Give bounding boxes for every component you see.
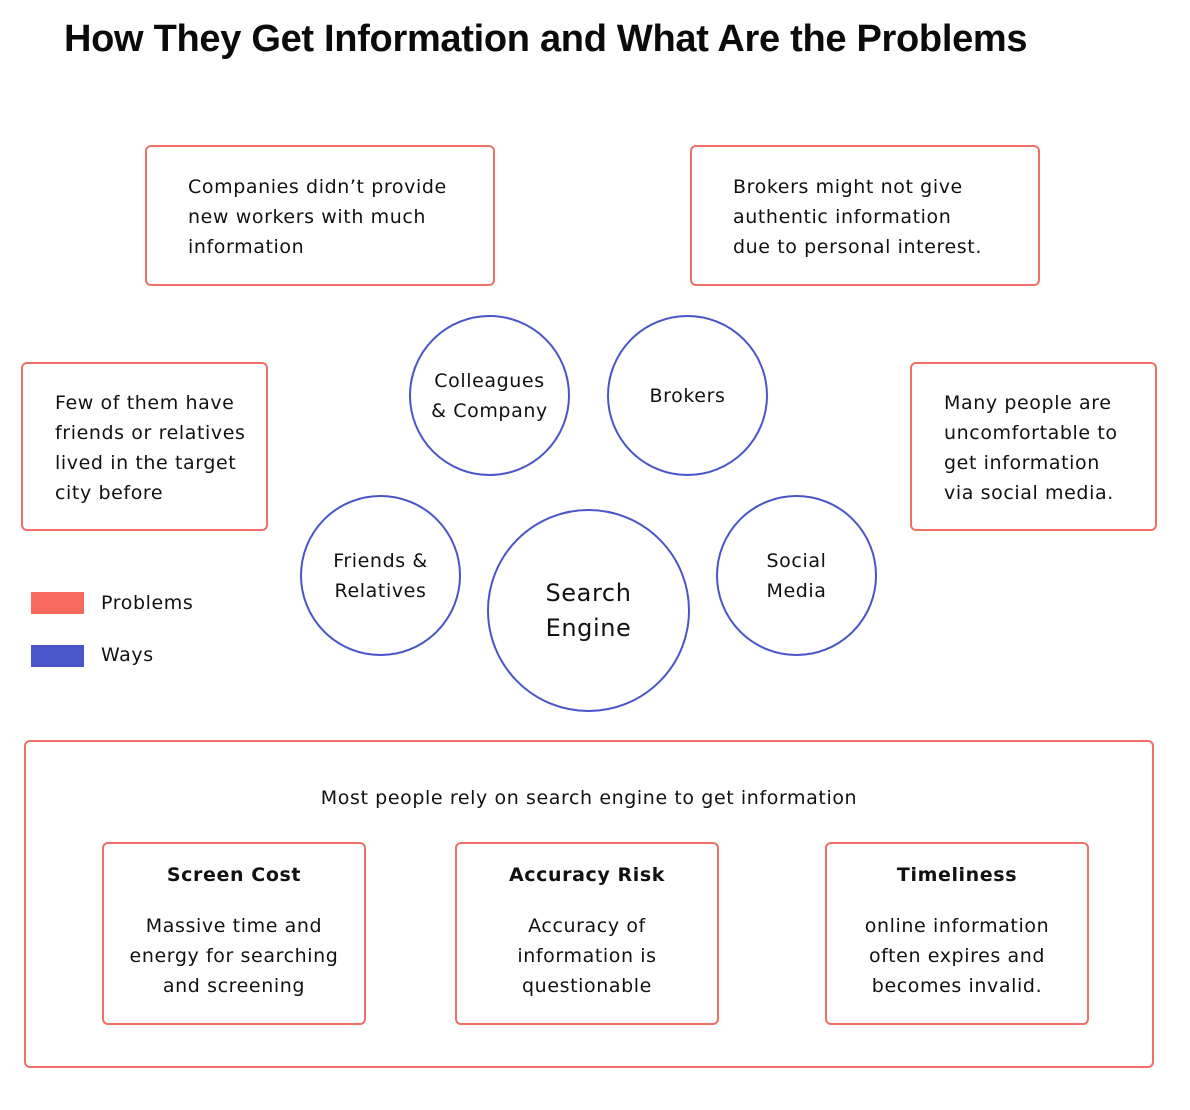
way-circle-social: Social Media: [716, 495, 877, 656]
legend-swatch-problems: [31, 592, 84, 614]
way-circle-brokers: Brokers: [607, 315, 768, 476]
legend-swatch-ways: [31, 645, 84, 667]
problem-text-companies: Companies didn’t provide new workers wit…: [188, 176, 447, 258]
card-title-timeliness: Timeliness: [896, 864, 1018, 886]
card-accuracy-risk: Accuracy Risk Accuracy of information is…: [455, 842, 719, 1025]
problem-text-brokers: Brokers might not give authentic informa…: [733, 176, 982, 258]
way-circle-search: Search Engine: [487, 509, 690, 712]
way-circle-colleagues: Colleagues & Company: [409, 315, 570, 476]
problem-box-friends: Few of them have friends or relatives li…: [21, 362, 268, 531]
way-label-brokers: Brokers: [649, 384, 726, 407]
problem-text-social: Many people are uncomfortable to get inf…: [944, 392, 1118, 504]
legend-label-problems: Problems: [101, 592, 194, 614]
search-section-heading: Most people rely on search engine to get…: [320, 787, 858, 809]
card-title-accuracy-risk: Accuracy Risk: [508, 864, 666, 886]
problem-box-brokers: Brokers might not give authentic informa…: [690, 145, 1040, 286]
card-text-accuracy-risk: Accuracy of information is questionable: [517, 915, 657, 997]
card-timeliness: Timeliness online information often expi…: [825, 842, 1089, 1025]
page-title: How They Get Information and What Are th…: [64, 18, 1028, 60]
way-label-social: Social Media: [766, 549, 827, 602]
way-label-colleagues: Colleagues & Company: [431, 369, 548, 422]
problem-box-social: Many people are uncomfortable to get inf…: [910, 362, 1157, 531]
legend-label-ways: Ways: [101, 644, 154, 666]
way-circle-friends: Friends & Relatives: [300, 495, 461, 656]
way-label-search: Search Engine: [545, 578, 632, 642]
card-text-timeliness: online information often expires and bec…: [864, 915, 1050, 997]
way-label-friends: Friends & Relatives: [333, 549, 428, 602]
card-title-screen-cost: Screen Cost: [166, 864, 302, 886]
card-text-screen-cost: Massive time and energy for searching an…: [129, 915, 339, 997]
card-screen-cost: Screen Cost Massive time and energy for …: [102, 842, 366, 1025]
problem-text-friends: Few of them have friends or relatives li…: [55, 392, 246, 504]
problem-box-companies: Companies didn’t provide new workers wit…: [145, 145, 495, 286]
